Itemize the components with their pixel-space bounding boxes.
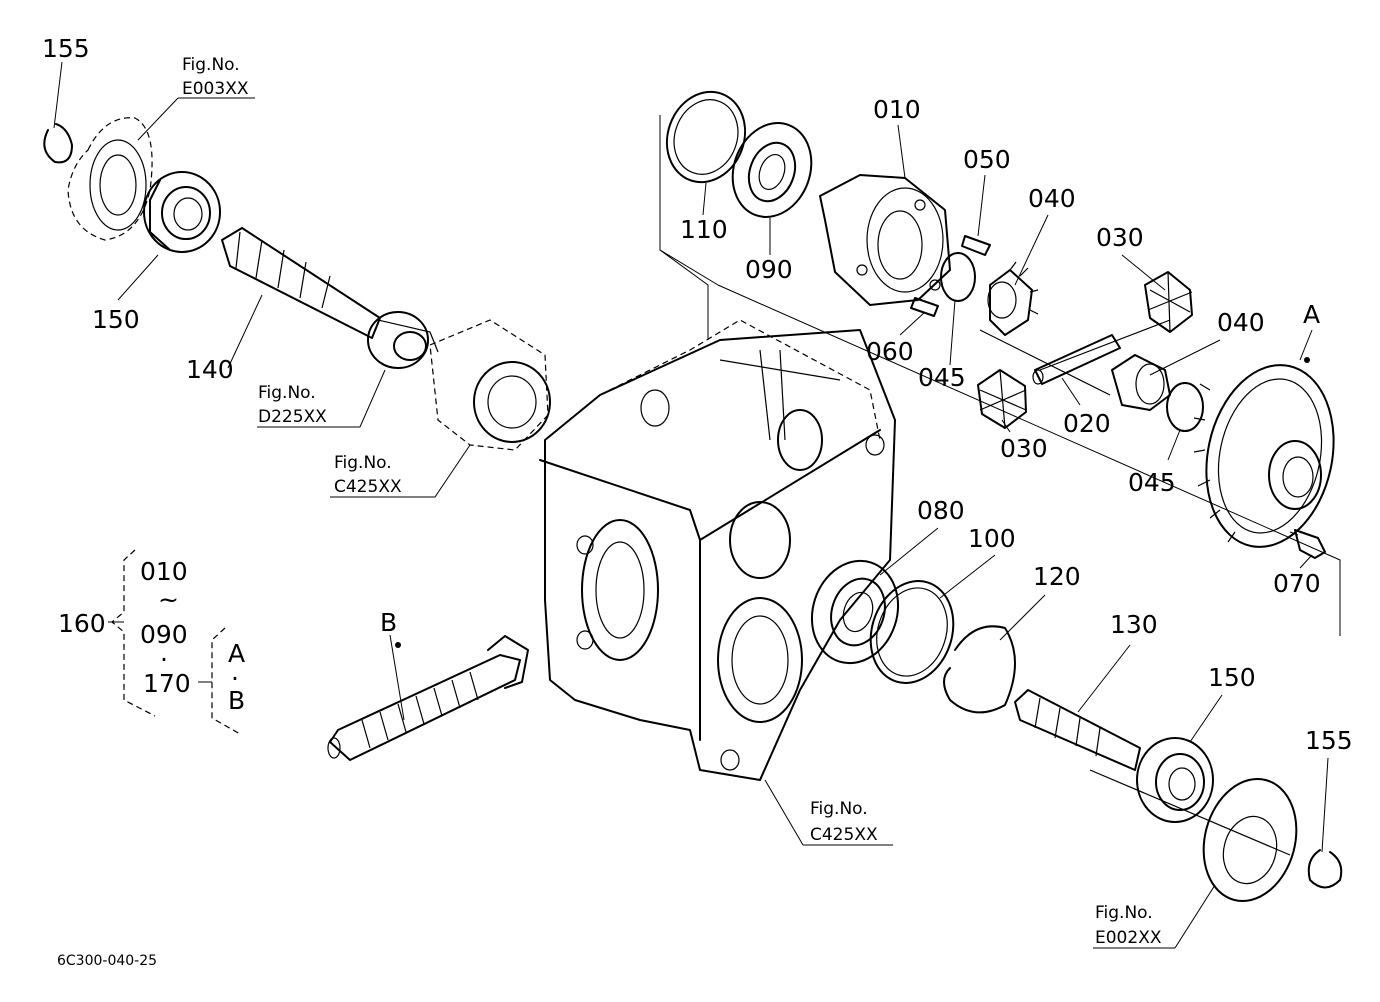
- callout-100: 100: [968, 524, 1016, 553]
- callout-045-lower: 045: [1128, 468, 1176, 497]
- figref-d225-label: Fig.No.: [258, 383, 316, 403]
- circlip-155-right: [1307, 849, 1343, 889]
- pin-050: [961, 235, 991, 256]
- figref-e003-code: E003XX: [182, 79, 249, 99]
- diff-assembly-boundary: [659, 115, 709, 340]
- snap-ring-120: [943, 625, 1016, 714]
- callout-155-right: 155: [1305, 726, 1353, 755]
- bearing-150-left: [143, 171, 221, 253]
- pinion-gear-030-upper: [1144, 271, 1193, 333]
- figure-references: Fig.No. E003XX Fig.No. D225XX Fig.No. C4…: [182, 55, 1162, 948]
- figref-e003-label: Fig.No.: [182, 55, 240, 75]
- figref-c425-upper-label: Fig.No.: [334, 453, 392, 473]
- washer-045-upper: [940, 252, 976, 302]
- input-housing: [429, 319, 551, 451]
- figref-c425-lower-code: C425XX: [810, 825, 878, 845]
- transmission-case: [539, 319, 896, 781]
- callout-a: A: [1303, 300, 1320, 329]
- assembly-option-b: B: [228, 686, 245, 715]
- shaft-130: [1014, 689, 1141, 771]
- marker-b-dot: [395, 642, 401, 648]
- callout-070: 070: [1273, 569, 1321, 598]
- assembly-number-160: 160: [58, 609, 106, 638]
- right-cover-plate: [1202, 777, 1298, 903]
- callout-040-lower: 040: [1217, 308, 1265, 337]
- callout-155-left: 155: [42, 34, 90, 63]
- callout-060: 060: [866, 337, 914, 366]
- callout-080: 080: [917, 496, 965, 525]
- callout-140: 140: [186, 355, 234, 384]
- figref-d225-code: D225XX: [258, 407, 327, 427]
- callout-010: 010: [873, 95, 921, 124]
- assembly-dot: ·: [160, 645, 168, 674]
- callout-050: 050: [963, 145, 1011, 174]
- side-gear-040-lower: [1111, 354, 1171, 411]
- washer-045-lower: [1166, 382, 1204, 432]
- pinion-gear-030-lower: [977, 369, 1027, 429]
- assembly-range-mark: ~: [158, 585, 179, 614]
- callout-150-right: 150: [1208, 663, 1256, 692]
- assembly-range-to: 090: [140, 620, 188, 649]
- callout-040-upper: 040: [1028, 184, 1076, 213]
- shaft-140: [221, 227, 381, 339]
- figref-c425-lower-label: Fig.No.: [810, 799, 868, 819]
- diff-case-010: [819, 174, 951, 306]
- bolt-070: [1289, 529, 1326, 559]
- leader-lines: [53, 61, 1329, 949]
- callout-045-upper: 045: [918, 363, 966, 392]
- circlip-155-left: [43, 123, 73, 164]
- pin-060: [910, 297, 939, 317]
- bearing-150-right: [1136, 737, 1214, 823]
- shaft-020: [1032, 334, 1121, 385]
- assembly-number-170: 170: [143, 669, 191, 698]
- left-cover-plate: [67, 117, 153, 241]
- callout-030-upper: 030: [1096, 223, 1144, 252]
- drawing-code: 6C300-040-25: [57, 953, 157, 969]
- ring-gear-a: [1193, 364, 1335, 548]
- callout-030-lower: 030: [1000, 434, 1048, 463]
- callout-130: 130: [1110, 610, 1158, 639]
- callout-150-left: 150: [92, 305, 140, 334]
- assembly-option-a: A: [228, 639, 245, 668]
- callout-110: 110: [680, 215, 728, 244]
- shim-110: [665, 90, 747, 184]
- assembly-option-dot: ·: [231, 664, 239, 693]
- assembly-range-from: 010: [140, 557, 188, 586]
- side-gear-040-upper: [987, 261, 1039, 336]
- figref-e002-label: Fig.No.: [1095, 903, 1153, 923]
- figref-c425-upper-code: C425XX: [334, 477, 402, 497]
- marker-a-dot: [1304, 357, 1310, 363]
- callout-labels: 155 150 140 110 090 010 050 040 030 060 …: [42, 34, 1353, 755]
- figref-e002-code: E002XX: [1095, 928, 1162, 948]
- callout-120: 120: [1033, 562, 1081, 591]
- pinion-shaft-b: [327, 635, 529, 761]
- callout-020: 020: [1063, 409, 1111, 438]
- axis-line-diff: [979, 329, 1111, 396]
- coupling: [367, 311, 439, 369]
- axis-line-right: [1089, 769, 1291, 856]
- bearing-090: [731, 122, 813, 218]
- callout-090: 090: [745, 255, 793, 284]
- bearing-080: [810, 559, 900, 665]
- callout-b: B: [380, 608, 397, 637]
- shim-100: [869, 580, 955, 684]
- assembly-bracket: 010 ~ 090 · 160 170 A · B: [58, 549, 245, 735]
